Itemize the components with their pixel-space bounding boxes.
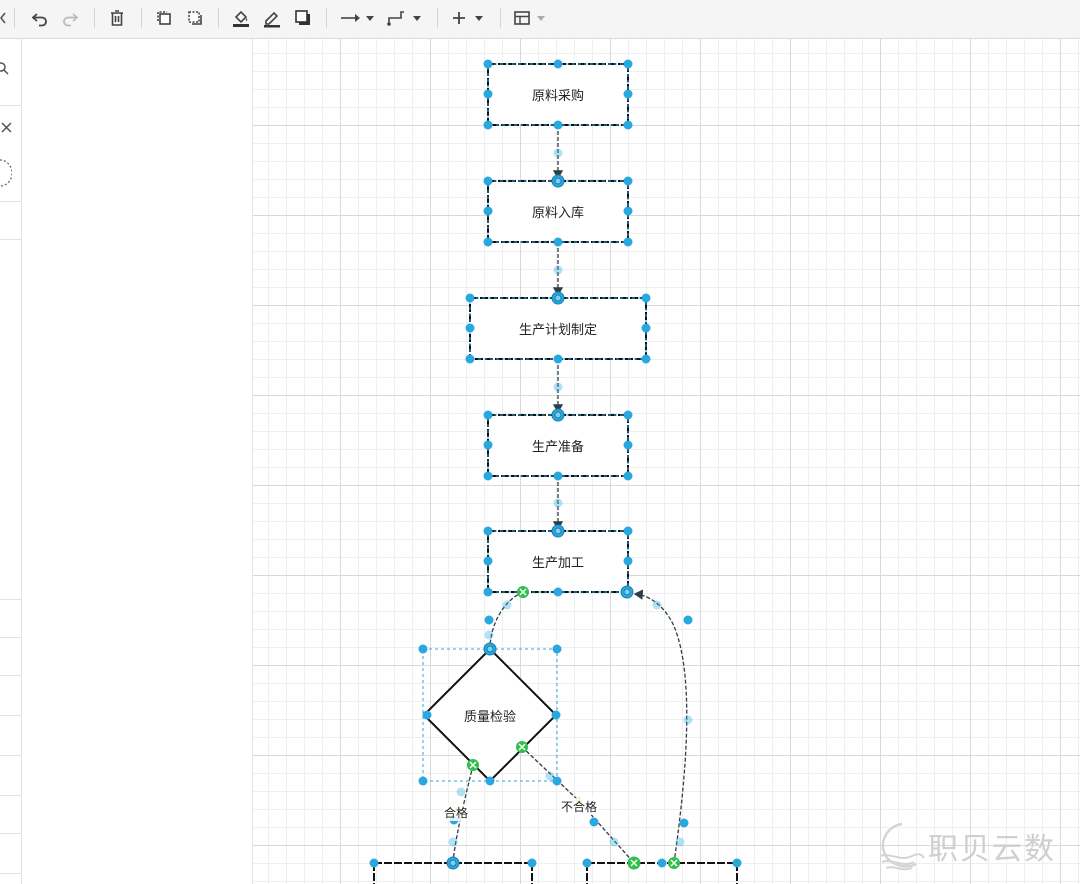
watermark-logo-icon [879,822,925,871]
left-sidebar [0,39,22,884]
node-label[interactable]: 原料采购 [531,89,584,104]
node-label[interactable]: 生产计划制定 [518,323,597,338]
watermark-text: 职贝云数 [928,832,1056,867]
sidebar-divider [0,873,22,874]
close-icon [1,122,12,133]
delete-button[interactable] [105,6,129,30]
line-color-button[interactable] [260,6,284,30]
sidebar-divider [0,105,22,106]
blank-panel [22,39,253,884]
connection-style-button[interactable] [338,6,378,30]
sidebar-divider [0,795,22,796]
redo-icon [63,13,79,27]
node-label[interactable]: 生产加工 [531,556,584,571]
plus-icon [453,12,483,24]
toolbar-separator [94,8,95,28]
diagram-canvas[interactable]: 原料采购 原料入库 生产计划制定 生产准备 生产加工 质量检验 合格 不合格 [253,39,1080,884]
toolbar-separator [218,8,219,28]
collapse-sidebar-button[interactable] [0,6,6,30]
circle-shape-icon [0,159,12,187]
toolbar-separator [14,8,15,28]
fill-color-button[interactable] [229,6,253,30]
fill-color-icon [233,10,249,27]
selection-handles [369,59,742,868]
toolbar-separator [500,8,501,28]
waypoints-button[interactable] [385,6,425,30]
undo-button[interactable] [28,6,52,30]
diagram-svg [369,59,742,884]
insert-button[interactable] [449,6,489,30]
sidebar-divider [0,201,22,202]
sidebar-divider [0,239,22,240]
edge-process-to-inspection [489,591,524,648]
to-back-button[interactable] [183,6,207,30]
edge-rework-loop [633,589,688,864]
watermark: 职贝云数 [872,818,1056,874]
toolbar [0,0,1080,39]
toolbar-separator [437,8,438,28]
arrow-right-icon [341,14,374,22]
node-label[interactable]: 质量检验 [463,709,516,725]
sidebar-divider [0,637,22,638]
toolbar-separator [141,8,142,28]
chevron-left-icon [0,12,6,24]
edge-label-pass[interactable]: 合格 [443,804,470,821]
sidebar-divider [0,599,22,600]
connection-point-handles [446,174,634,870]
table-button[interactable] [511,6,551,30]
search-icon [0,62,9,75]
to-back-icon [188,11,202,25]
shadow-icon [295,10,310,25]
trash-icon [111,10,123,26]
table-icon [514,11,545,25]
connect-ok-markers [467,586,680,870]
virtual-bend-handles [448,148,693,847]
toolbar-separator [326,8,327,28]
shape-item[interactable] [0,159,20,187]
close-button[interactable] [0,115,20,139]
node-label[interactable]: 生产准备 [531,440,584,455]
sidebar-divider [0,833,22,834]
undo-icon [31,13,47,27]
waypoint-icon [387,11,421,26]
node-label[interactable]: 原料入库 [531,206,584,221]
to-front-button[interactable] [152,6,176,30]
sidebar-divider [0,675,22,676]
to-front-icon [157,11,171,25]
edge-label-fail[interactable]: 不合格 [560,798,599,815]
line-color-icon [264,11,280,28]
sidebar-divider [0,715,22,716]
redo-button[interactable] [58,6,82,30]
search-button[interactable] [0,57,20,81]
sidebar-divider [0,755,22,756]
shadow-button[interactable] [291,6,315,30]
